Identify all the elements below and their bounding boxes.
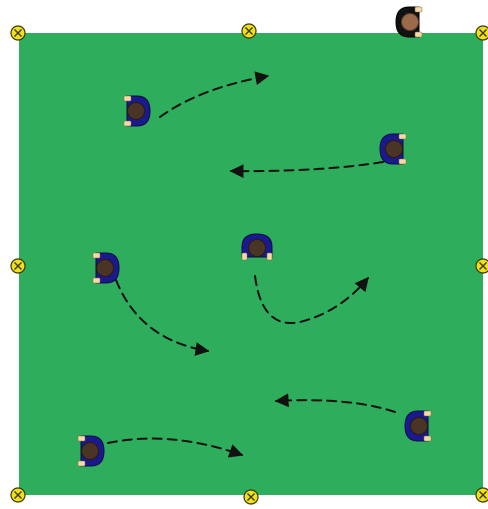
player-icon [124, 96, 150, 126]
cone-marker-icon [11, 26, 25, 40]
player-icon [242, 234, 272, 260]
player-icon [78, 436, 104, 466]
coach-icon [396, 7, 422, 37]
cone-marker-icon [11, 488, 25, 502]
cone-marker-icon [244, 490, 258, 504]
player-icon [93, 253, 119, 283]
cone-marker-icon [476, 26, 488, 40]
cone-marker-icon [11, 259, 25, 273]
cone-marker-icon [242, 24, 256, 38]
player-icon [405, 411, 431, 441]
cone-marker-icon [476, 259, 488, 273]
player-icon [380, 134, 406, 164]
cone-marker-icon [476, 488, 488, 502]
